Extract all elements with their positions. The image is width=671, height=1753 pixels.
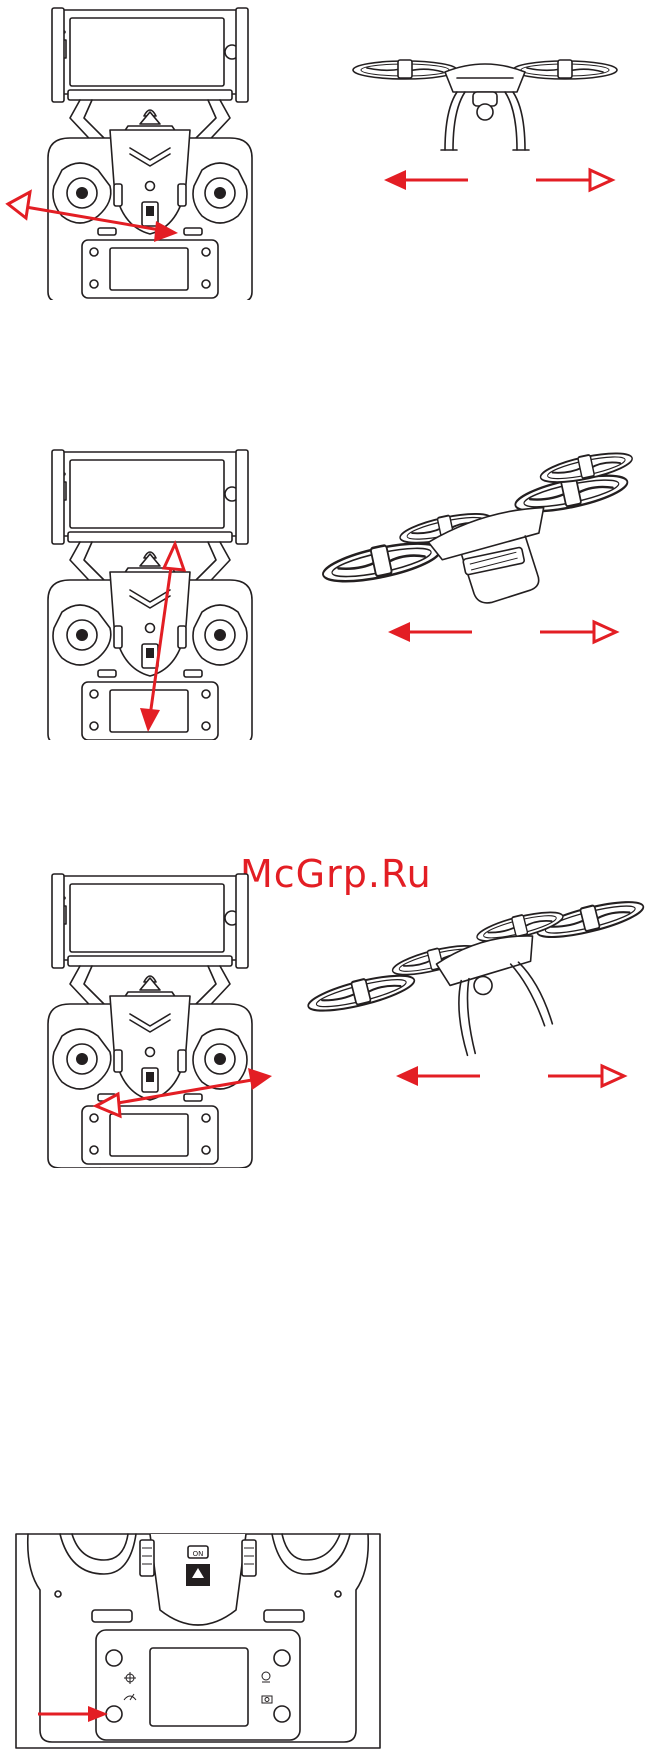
figure-3: [0, 868, 671, 1168]
figure-1: [0, 0, 671, 300]
on-label: ON: [193, 1550, 204, 1558]
controller-image-3: [48, 874, 252, 1168]
panel-button-bottom-right: [274, 1706, 290, 1722]
figure-4-detail: ON: [0, 1530, 671, 1753]
drone-front-view: [353, 60, 617, 150]
left-arrow: [396, 1066, 480, 1086]
controller-image-1: [48, 8, 252, 300]
left-arrow: [388, 622, 472, 642]
panel-button-top-left: [106, 1650, 122, 1666]
right-arrow: [548, 1066, 624, 1086]
panel-button-bottom-left: [106, 1706, 122, 1722]
figure-2: [0, 440, 671, 740]
drone-tilted-side: [299, 886, 668, 1090]
right-arrow: [540, 622, 616, 642]
left-arrow: [384, 170, 468, 190]
right-arrow: [536, 170, 612, 190]
drone-tilted-forward: [310, 446, 655, 635]
controller-image-2: [48, 450, 252, 740]
panel-button-top-right: [274, 1650, 290, 1666]
